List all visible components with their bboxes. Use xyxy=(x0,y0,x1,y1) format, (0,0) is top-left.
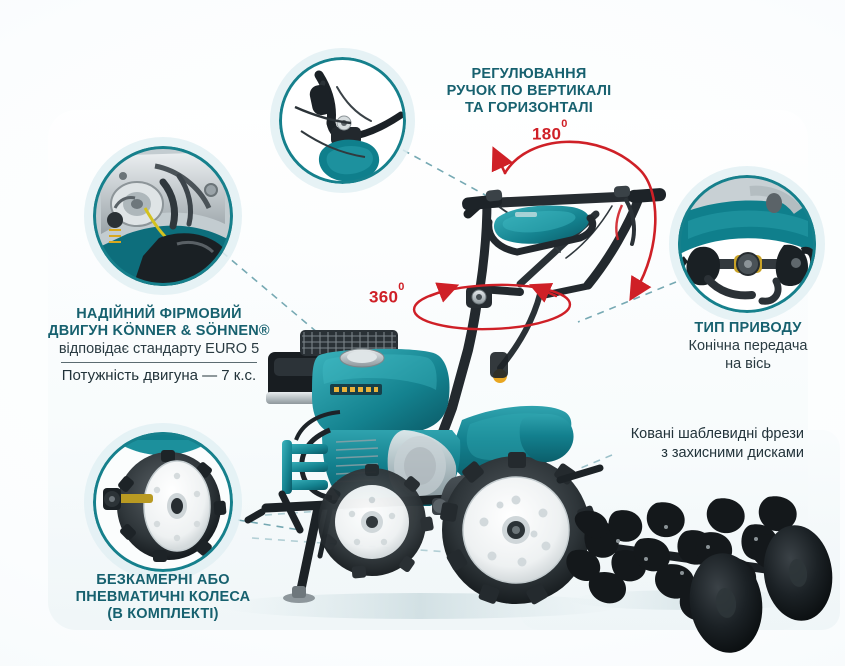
callout-wheels: БЕЗКАМЕРНІ АБО ПНЕВМАТИЧНІ КОЛЕСА (В КОМ… xyxy=(32,572,294,623)
handlebar-adjustment-inset[interactable] xyxy=(279,57,406,184)
tiller-cutters-illustration xyxy=(566,496,833,653)
callout-drive-type: ТИП ПРИВОДУ Конічна передача на вісь xyxy=(662,320,834,373)
callout-wheels-line2: ПНЕВМАТИЧНІ КОЛЕСА xyxy=(75,589,251,605)
rotation-360-label: 3600 xyxy=(369,281,405,307)
wheel-photo xyxy=(93,432,233,572)
callout-drive-line1: ТИП ПРИВОДУ xyxy=(694,320,802,336)
callout-wheels-line3: (В КОМПЛЕКТІ) xyxy=(107,606,219,622)
callout-cutters: Ковані шаблевидні фрези з захисними диск… xyxy=(604,425,804,463)
engine-photo xyxy=(93,146,233,286)
rotation-180-label: 1800 xyxy=(532,118,568,144)
callout-wheels-line1: БЕЗКАМЕРНІ АБО xyxy=(96,572,230,588)
callout-drive-line3: на вісь xyxy=(725,356,771,372)
callout-engine-divider xyxy=(61,362,257,363)
callout-handle-adjustment: РЕГУЛЮВАННЯ РУЧОК ПО ВЕРТИКАЛІ ТА ГОРИЗО… xyxy=(424,66,634,117)
callout-drive-line2: Конічна передача xyxy=(688,338,808,354)
callout-cutters-line1: Ковані шаблевидні фрези xyxy=(630,426,804,442)
callout-engine-line2: ДВИГУН KÖNNER & SÖHNEN® xyxy=(48,323,270,339)
drive-axle-photo xyxy=(678,175,816,313)
callout-handle-line1: РЕГУЛЮВАННЯ xyxy=(471,66,587,82)
callout-cutters-line2: з захисними дисками xyxy=(661,445,804,461)
callout-engine-power: Потужність двигуна — 7 к.с. xyxy=(61,367,257,384)
callout-engine: НАДІЙНИЙ ФІРМОВИЙ ДВИГУН KÖNNER & SÖHNEN… xyxy=(36,306,282,385)
drive-axle-inset[interactable] xyxy=(678,175,816,313)
callout-handle-line3: ТА ГОРИЗОНТАЛІ xyxy=(464,100,594,116)
wheel-inset[interactable] xyxy=(93,432,233,572)
callout-handle-line2: РУЧОК ПО ВЕРТИКАЛІ xyxy=(446,83,612,99)
engine-inset[interactable] xyxy=(93,146,233,286)
callout-engine-line3: відповідає стандарту EURO 5 xyxy=(58,341,260,357)
handlebar-adjustment-photo xyxy=(279,57,406,184)
callout-engine-line1: НАДІЙНИЙ ФІРМОВИЙ xyxy=(76,306,242,322)
